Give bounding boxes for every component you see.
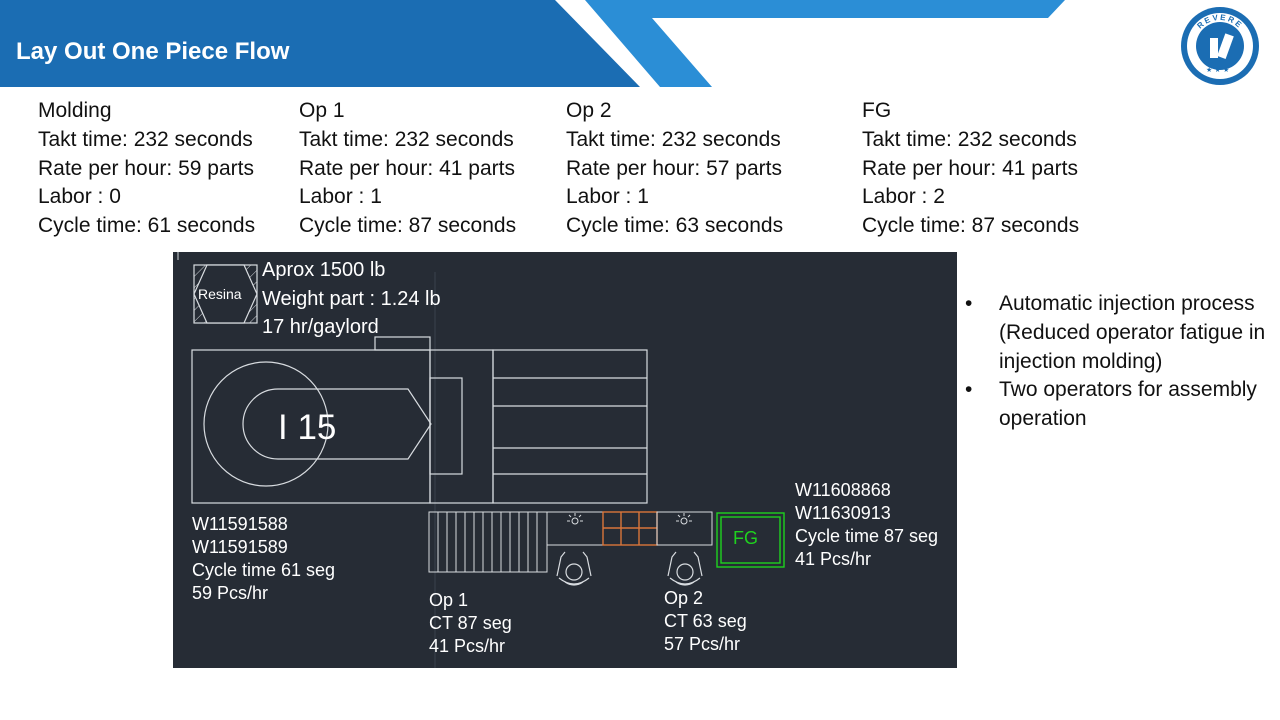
- op1-info-line: CT 87 seg: [429, 613, 512, 633]
- note-item: • Two operators for assembly operation: [963, 376, 1273, 434]
- op2-info-line: CT 63 seg: [664, 611, 747, 631]
- note-text: Automatic injection process (Reduced ope…: [999, 292, 1266, 373]
- station-rate: Rate per hour: 41 parts: [862, 156, 1078, 180]
- station-name: Molding: [38, 99, 112, 122]
- note-text: Two operators for assembly operation: [999, 378, 1257, 431]
- station-takt: Takt time: 232 seconds: [299, 127, 514, 151]
- slide-title: Lay Out One Piece Flow: [16, 38, 290, 65]
- station-name: Op 2: [566, 99, 612, 122]
- station-name: FG: [862, 99, 892, 122]
- fg-label: FG: [733, 528, 758, 548]
- fg-box: [716, 512, 785, 568]
- molding-info-line: W11591588: [192, 514, 288, 534]
- station-op2: Op 2 Takt time: 232 seconds Rate per hou…: [566, 97, 783, 241]
- station-cycle: Cycle time: 87 seconds: [299, 214, 517, 238]
- op2-operator: [667, 551, 703, 586]
- resin-info: Aprox 1500 lb Weight part : 1.24 lb 17 h…: [262, 256, 441, 342]
- station-takt: Takt time: 232 seconds: [862, 127, 1077, 151]
- op2-info: Op 2 CT 63 seg 57 Pcs/hr: [664, 587, 747, 656]
- resin-info-line: Aprox 1500 lb: [262, 259, 386, 281]
- station-rate: Rate per hour: 59 parts: [38, 156, 254, 180]
- station-molding: Molding Takt time: 232 seconds Rate per …: [38, 97, 255, 241]
- station-name: Op 1: [299, 99, 345, 122]
- banner-light-band: [585, 0, 1065, 87]
- molding-info-line: Cycle time 61 seg: [192, 560, 336, 580]
- station-labor: Labor : 1: [566, 185, 649, 209]
- station-labor: Labor : 0: [38, 185, 121, 209]
- resin-info-line: 17 hr/gaylord: [262, 316, 379, 338]
- molding-info-line: 59 Pcs/hr: [192, 583, 269, 603]
- fg-info-line: W11630913: [795, 503, 891, 523]
- op2-workbench: [656, 511, 713, 546]
- op2-info-line: 57 Pcs/hr: [664, 634, 741, 654]
- station-takt: Takt time: 232 seconds: [566, 127, 781, 151]
- molding-info-line: W11591589: [192, 537, 288, 557]
- banner-dark-band: [0, 0, 640, 87]
- fg-info: W11608868 W11630913 Cycle time 87 seg 41…: [795, 479, 938, 571]
- svg-text:★ ★ ★: ★ ★ ★: [1206, 66, 1229, 74]
- bullet-icon: •: [965, 292, 973, 315]
- op1-conveyor: [428, 511, 548, 573]
- op1-info-line: Op 1: [429, 590, 469, 610]
- op2-info-line: Op 2: [664, 588, 704, 608]
- layout-drawing: [177, 252, 785, 668]
- layout-diagram: Resina Aprox 1500 lb Weight part : 1.24 …: [173, 252, 957, 668]
- station-rate: Rate per hour: 41 parts: [299, 156, 515, 180]
- notes-list: • Automatic injection process (Reduced o…: [963, 290, 1273, 434]
- molding-info: W11591588 W11591589 Cycle time 61 seg 59…: [192, 513, 335, 605]
- machine-label: I 15: [278, 408, 337, 447]
- op1-info-line: 41 Pcs/hr: [429, 636, 506, 656]
- resin-gaylord: [193, 264, 258, 324]
- note-item: • Automatic injection process (Reduced o…: [963, 290, 1273, 376]
- resin-label: Resina: [198, 286, 242, 302]
- header-banner: [0, 0, 1065, 87]
- station-cycle: Cycle time: 87 seconds: [862, 214, 1080, 238]
- op1-workbench: [546, 511, 604, 546]
- station-cycle: Cycle time: 63 seconds: [566, 214, 784, 238]
- station-labor: Labor : 2: [862, 185, 945, 209]
- resin-info-line: Weight part : 1.24 lb: [262, 287, 441, 310]
- station-fg: FG Takt time: 232 seconds Rate per hour:…: [862, 97, 1079, 241]
- revere-logo: REVERE ★ ★ ★: [1181, 7, 1259, 85]
- op1-info: Op 1 CT 87 seg 41 Pcs/hr: [429, 589, 512, 658]
- op1-operator: [556, 551, 592, 586]
- wip-cell: [602, 511, 658, 546]
- injection-machine: [191, 336, 648, 504]
- station-cycle: Cycle time: 61 seconds: [38, 214, 256, 238]
- fg-info-line: Cycle time 87 seg: [795, 526, 939, 546]
- station-labor: Labor : 1: [299, 185, 382, 209]
- fg-info-line: 41 Pcs/hr: [795, 549, 872, 569]
- station-rate: Rate per hour: 57 parts: [566, 156, 782, 180]
- fg-info-line: W11608868: [795, 480, 891, 500]
- bullet-icon: •: [965, 378, 973, 402]
- station-takt: Takt time: 232 seconds: [38, 127, 253, 151]
- station-op1: Op 1 Takt time: 232 seconds Rate per hou…: [299, 97, 516, 241]
